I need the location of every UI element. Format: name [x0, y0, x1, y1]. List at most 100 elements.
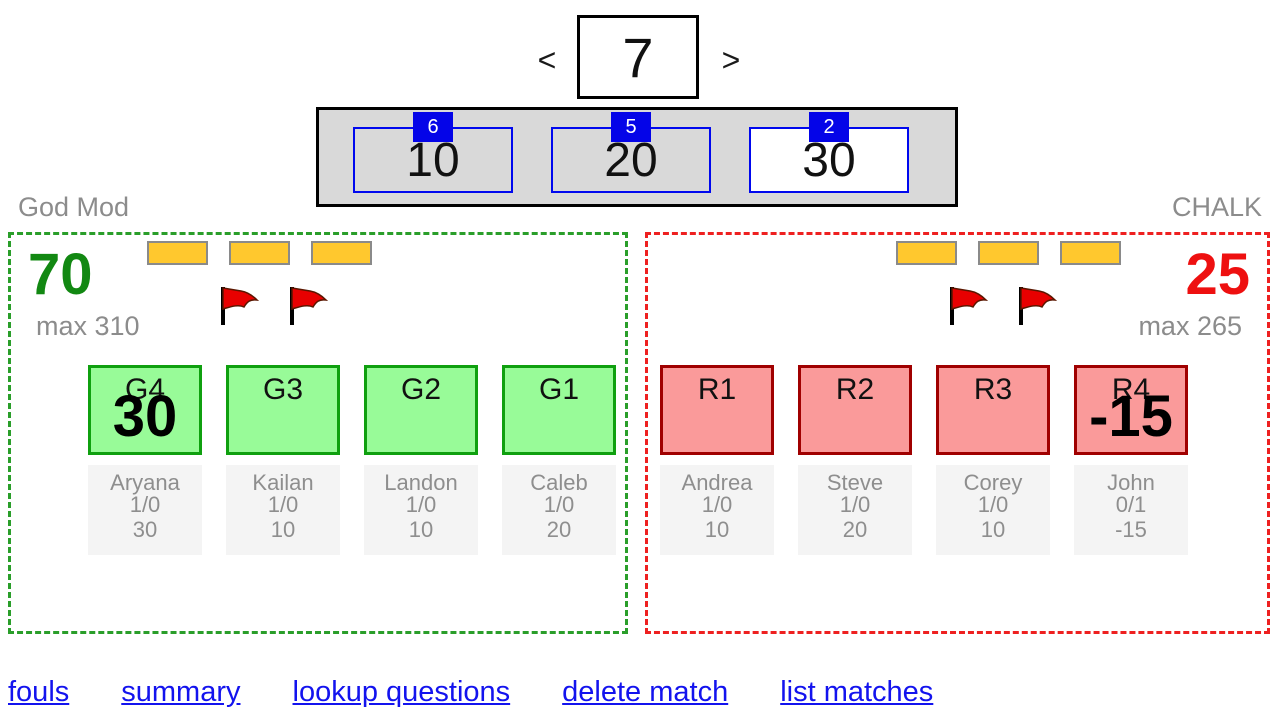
- player-name: Aryana: [110, 470, 180, 495]
- player-overlay-score: 30: [112, 384, 178, 449]
- player-points: 10: [270, 517, 296, 542]
- team-score-left: 70: [28, 242, 93, 307]
- player-button[interactable]: R2: [798, 365, 912, 455]
- player-overlay-score: -15: [1089, 384, 1173, 449]
- players-row: R1 Andrea 1/0 10 R2 Steve 1/0 20 R3 Core…: [660, 365, 1188, 555]
- red-flag-icon[interactable]: [946, 281, 990, 327]
- player-name: Corey: [963, 470, 1023, 495]
- player-stats-panel: Kailan 1/0 10: [226, 465, 340, 555]
- point-option[interactable]: 6 10: [353, 112, 513, 193]
- bonus-bar[interactable]: [1060, 241, 1121, 265]
- player-cell: G2 Landon 1/0 10: [364, 365, 478, 555]
- option-value: 20: [604, 133, 658, 187]
- player-name: John: [1107, 470, 1155, 495]
- flags: [946, 281, 1059, 327]
- player-name: Kailan: [252, 470, 314, 495]
- bonus-bar[interactable]: [896, 241, 957, 265]
- player-cell: G4 30 Aryana 1/0 30: [88, 365, 202, 555]
- player-points: 10: [980, 517, 1006, 542]
- footer-links: fouls summary lookup questions delete match…: [8, 676, 933, 709]
- player-stats-panel: Steve 1/0 20: [798, 465, 912, 555]
- red-flag-icon[interactable]: [1015, 281, 1059, 327]
- player-box-label: R4: [1111, 373, 1151, 406]
- player-button[interactable]: R3: [936, 365, 1050, 455]
- player-button[interactable]: R4 -15: [1074, 365, 1188, 455]
- player-box-label: R2: [835, 373, 875, 406]
- team-score-right: 25: [1185, 242, 1250, 307]
- question-prev-button[interactable]: <: [530, 40, 564, 80]
- question-number-box[interactable]: 7: [577, 15, 699, 99]
- player-box-label: R3: [973, 373, 1013, 406]
- player-stats-panel: Landon 1/0 10: [364, 465, 478, 555]
- point-option[interactable]: 2 30: [749, 112, 909, 193]
- footer-link-list-matches[interactable]: list matches: [780, 676, 934, 708]
- player-cell: R1 Andrea 1/0 10: [660, 365, 774, 555]
- player-box-label: G4: [124, 373, 166, 406]
- player-points: -15: [1115, 517, 1147, 542]
- player-stats-panel: John 0/1 -15: [1074, 465, 1188, 555]
- player-ratio: 1/0: [977, 492, 1009, 517]
- bonus-bar[interactable]: [311, 241, 372, 265]
- player-cell: G3 Kailan 1/0 10: [226, 365, 340, 555]
- bonus-bars: [896, 241, 1121, 265]
- player-ratio: 0/1: [1115, 492, 1147, 517]
- team-name-left: God Mod: [18, 192, 130, 222]
- option-count-badge: 5: [611, 112, 651, 142]
- point-option[interactable]: 5 20: [551, 112, 711, 193]
- team-panel-left: 70 max 310 G4 30 Aryana 1/0 30 G3 Kailan…: [8, 232, 628, 634]
- team-max-right: max 265: [1138, 311, 1242, 341]
- player-name: Andrea: [681, 470, 753, 495]
- player-points: 10: [704, 517, 730, 542]
- player-name: Caleb: [530, 470, 588, 495]
- player-button[interactable]: G2: [364, 365, 478, 455]
- player-button[interactable]: G3: [226, 365, 340, 455]
- option-count-badge: 6: [413, 112, 453, 142]
- player-stats-panel: Corey 1/0 10: [936, 465, 1050, 555]
- player-name: Steve: [826, 470, 884, 495]
- team-panel-right: 25 max 265 R1 Andrea 1/0 10 R2 Steve 1/0…: [645, 232, 1270, 634]
- option-count-badge: 2: [809, 112, 849, 142]
- footer-link-fouls[interactable]: fouls: [8, 676, 70, 708]
- player-cell: R2 Steve 1/0 20: [798, 365, 912, 555]
- red-flag-icon[interactable]: [286, 281, 330, 327]
- option-value: 30: [802, 133, 856, 187]
- option-value: 10: [406, 133, 460, 187]
- bonus-bar[interactable]: [229, 241, 290, 265]
- player-ratio: 1/0: [701, 492, 733, 517]
- player-name: Landon: [384, 470, 458, 495]
- footer-link-delete-match[interactable]: delete match: [562, 676, 729, 708]
- red-flag-icon[interactable]: [217, 281, 261, 327]
- players-row: G4 30 Aryana 1/0 30 G3 Kailan 1/0 10 G2 …: [88, 365, 616, 555]
- player-cell: R3 Corey 1/0 10: [936, 365, 1050, 555]
- player-ratio: 1/0: [839, 492, 871, 517]
- player-points: 20: [842, 517, 868, 542]
- footer-link-summary[interactable]: summary: [121, 676, 241, 708]
- player-cell: R4 -15 John 0/1 -15: [1074, 365, 1188, 555]
- footer-link-lookup-questions[interactable]: lookup questions: [292, 676, 511, 708]
- player-box-label: G3: [262, 373, 304, 406]
- player-ratio: 1/0: [129, 492, 161, 517]
- player-points: 10: [408, 517, 434, 542]
- player-ratio: 1/0: [405, 492, 437, 517]
- question-next-button[interactable]: >: [714, 40, 748, 80]
- bonus-bars: [147, 241, 372, 265]
- player-stats-panel: Caleb 1/0 20: [502, 465, 616, 555]
- player-points: 30: [132, 517, 158, 542]
- player-ratio: 1/0: [267, 492, 299, 517]
- bonus-bar[interactable]: [978, 241, 1039, 265]
- player-box-label: G2: [400, 373, 442, 406]
- team-name-right: CHALK: [1171, 192, 1262, 222]
- points-panel: 6 10 5 20 2 30: [316, 107, 958, 207]
- player-stats-panel: Andrea 1/0 10: [660, 465, 774, 555]
- player-button[interactable]: G1: [502, 365, 616, 455]
- player-button[interactable]: R1: [660, 365, 774, 455]
- bonus-bar[interactable]: [147, 241, 208, 265]
- player-box-label: R1: [697, 373, 737, 406]
- player-ratio: 1/0: [543, 492, 575, 517]
- player-button[interactable]: G4 30: [88, 365, 202, 455]
- player-box-label: G1: [538, 373, 580, 406]
- team-max-left: max 310: [36, 311, 140, 341]
- player-cell: G1 Caleb 1/0 20: [502, 365, 616, 555]
- player-points: 20: [546, 517, 572, 542]
- flags: [217, 281, 330, 327]
